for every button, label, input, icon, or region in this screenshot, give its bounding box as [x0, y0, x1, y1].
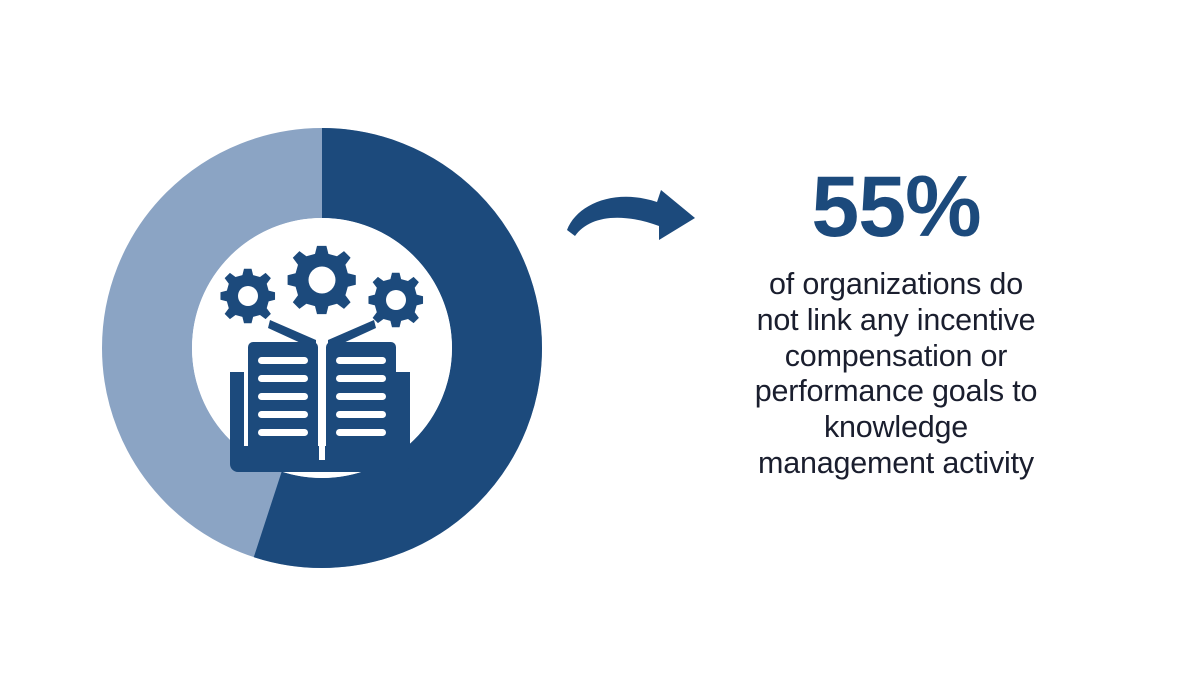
curved-arrow-right-icon — [563, 178, 713, 256]
stat-text-block: 55% of organizations do not link any inc… — [700, 159, 1092, 481]
caption-line: management activity — [758, 445, 1034, 480]
gear-icon — [220, 268, 276, 324]
donut-chart — [102, 128, 542, 568]
stat-caption: of organizations do not link any incenti… — [700, 267, 1092, 481]
caption-line: not link any incentive — [756, 302, 1036, 337]
gear-icon — [287, 245, 356, 315]
stat-percentage: 55% — [811, 159, 981, 255]
arrow-shape — [567, 190, 695, 240]
knowledge-management-icon — [220, 245, 424, 472]
open-book-icon — [230, 342, 410, 472]
gear-icon — [368, 272, 424, 328]
caption-line: knowledge — [823, 409, 969, 444]
caption-line: performance goals to — [754, 374, 1038, 409]
donut-segment-primary — [102, 128, 542, 568]
caption-line: of organizations do — [769, 267, 1023, 302]
book-text-lines — [258, 357, 386, 436]
donut-chart-svg — [102, 128, 542, 568]
caption-line: compensation or — [784, 338, 1008, 373]
curved-arrow-svg — [567, 190, 695, 240]
